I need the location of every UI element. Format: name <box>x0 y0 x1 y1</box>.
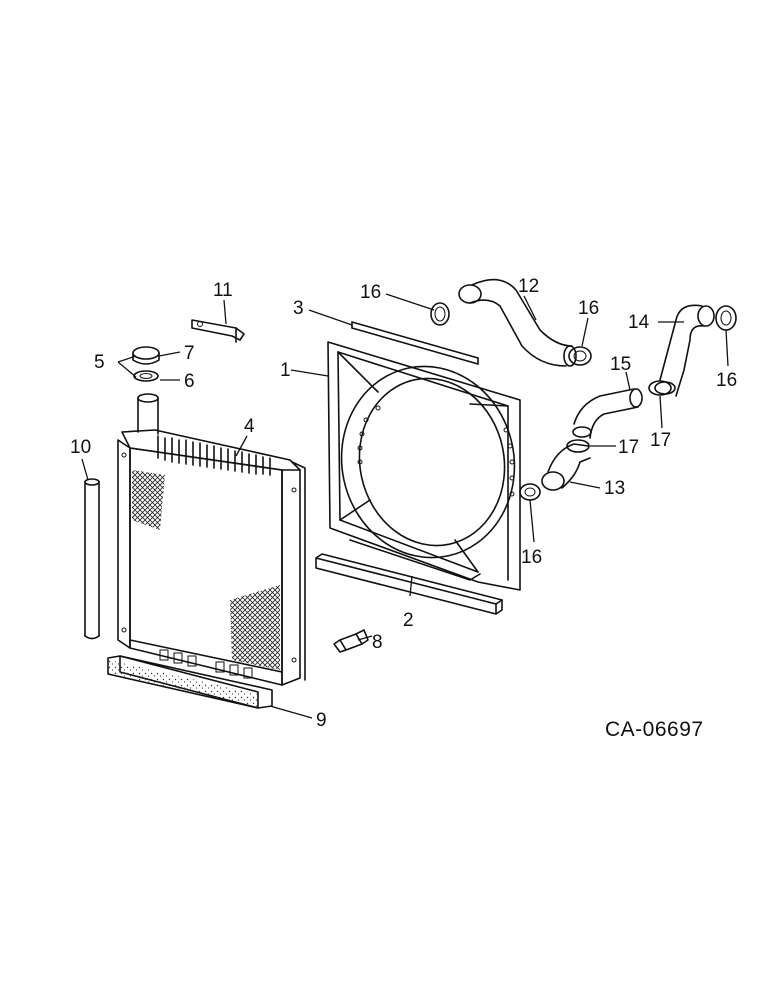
callout-labels: 1 2 3 4 5 6 7 8 9 10 11 12 13 14 15 16 1… <box>70 276 737 731</box>
callout-9: 9 <box>316 710 327 731</box>
hose-clamp-lower <box>519 483 541 501</box>
top-seal-strip <box>351 321 479 365</box>
callout-1: 1 <box>280 360 291 381</box>
radiator-core <box>117 393 306 686</box>
hose-clamp-upper-right <box>568 346 592 366</box>
filler-neck <box>137 393 159 435</box>
callout-11: 11 <box>213 280 233 301</box>
bottom-tank-slots <box>159 649 253 679</box>
hose-clamp-far-right <box>715 305 737 331</box>
callout-8: 8 <box>372 632 383 653</box>
mounting-bracket <box>191 319 245 343</box>
callout-14: 14 <box>628 312 650 333</box>
callout-4: 4 <box>244 416 255 437</box>
lower-shroud-seal <box>315 553 503 615</box>
connecting-pipe <box>572 388 643 439</box>
bottom-seal-strip <box>107 655 273 709</box>
elbow-hose <box>541 443 591 491</box>
leader-lines <box>81 293 729 719</box>
callout-10: 10 <box>70 437 91 458</box>
drawing-code: CA-06697 <box>605 718 704 741</box>
drain-valve <box>333 629 369 653</box>
callout-5: 5 <box>94 352 105 373</box>
callout-13: 13 <box>604 478 625 499</box>
cap-gasket <box>133 370 159 382</box>
callout-12: 12 <box>518 276 539 297</box>
callout-17-right: 17 <box>650 430 671 451</box>
hose-clamp-right-17 <box>648 380 672 396</box>
callout-16-top: 16 <box>360 282 381 303</box>
shroud-ring-holes <box>357 405 515 497</box>
hose-clamp-mid-17 <box>566 439 590 453</box>
hose-clamp-upper-left <box>430 302 450 326</box>
vertical-seal-strip <box>84 478 100 640</box>
callout-16-bottom: 16 <box>521 547 542 568</box>
header-ribs <box>157 435 271 476</box>
callout-17-mid: 17 <box>618 437 639 458</box>
radiator-cap <box>132 346 160 365</box>
outlet-hose <box>654 304 715 397</box>
fan-shroud <box>327 341 521 591</box>
callout-16-far-right: 16 <box>716 370 737 391</box>
callout-16-upper-right: 16 <box>578 298 599 319</box>
callout-7: 7 <box>184 343 195 364</box>
callout-6: 6 <box>184 371 195 392</box>
callout-3: 3 <box>293 298 304 319</box>
upper-hose <box>458 278 577 367</box>
callout-15: 15 <box>610 354 631 375</box>
callout-2: 2 <box>403 610 414 631</box>
